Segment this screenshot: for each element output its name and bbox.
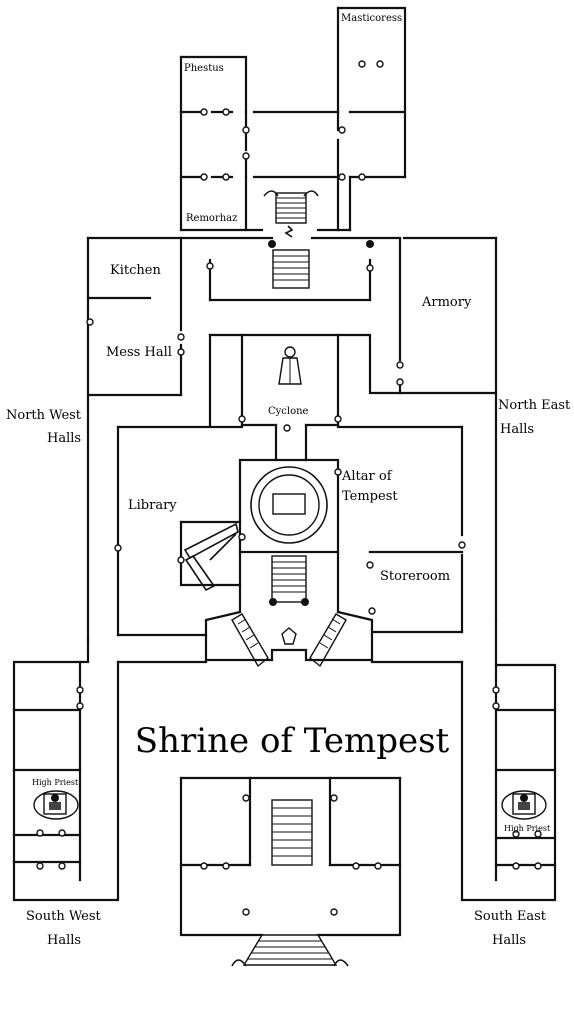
label-library: Library — [128, 498, 177, 513]
label-ne-halls-line2: Halls — [500, 422, 534, 437]
label-masticoress: Masticoress — [341, 13, 402, 24]
upper-block-walls — [86, 236, 498, 642]
label-kitchen: Kitchen — [110, 263, 161, 278]
middle-block-walls — [116, 425, 464, 637]
north-tower-doors — [200, 60, 384, 181]
high-priest-east-throne — [501, 790, 547, 820]
north-central-stair — [272, 249, 310, 289]
middle-block-doors — [114, 468, 466, 615]
label-phestus: Phestus — [184, 63, 224, 74]
label-nw-halls-line1: North West — [6, 408, 82, 423]
label-sw-halls-line2: Halls — [47, 933, 81, 948]
label-high-priest-east: High Priest — [504, 824, 551, 833]
altar — [250, 466, 328, 544]
south-gate — [204, 613, 374, 668]
library-stair — [183, 522, 239, 592]
high-priest-west-throne — [33, 790, 79, 820]
label-altar-line1: Altar of — [341, 469, 393, 484]
altar-stair — [269, 555, 309, 606]
label-armory: Armory — [421, 295, 472, 310]
label-high-priest-west: High Priest — [32, 778, 79, 787]
label-cyclone: Cyclone — [268, 406, 309, 417]
lower-block-doors — [36, 686, 542, 916]
north-tower-stair — [263, 190, 319, 238]
south-hall-stair — [271, 799, 313, 866]
room-labels: Phestus Masticoress Remorhaz Kitchen Mes… — [6, 13, 571, 948]
label-nw-halls-line2: Halls — [47, 431, 81, 446]
cyclone-figure — [278, 346, 302, 385]
label-altar-line2: Tempest — [342, 489, 398, 504]
label-ne-halls-line1: North East — [498, 398, 571, 413]
label-se-halls-line2: Halls — [492, 933, 526, 948]
label-sw-halls-line1: South West — [26, 909, 102, 924]
label-se-halls-line1: South East — [474, 909, 547, 924]
grand-entrance-stair — [231, 934, 349, 967]
map-title: Shrine of Tempest — [135, 721, 450, 761]
lower-block-walls — [12, 618, 557, 937]
label-mess-hall: Mess Hall — [106, 345, 172, 360]
label-remorhaz: Remorhaz — [186, 213, 237, 224]
upper-block-doors — [86, 240, 404, 432]
label-storeroom: Storeroom — [380, 569, 450, 584]
